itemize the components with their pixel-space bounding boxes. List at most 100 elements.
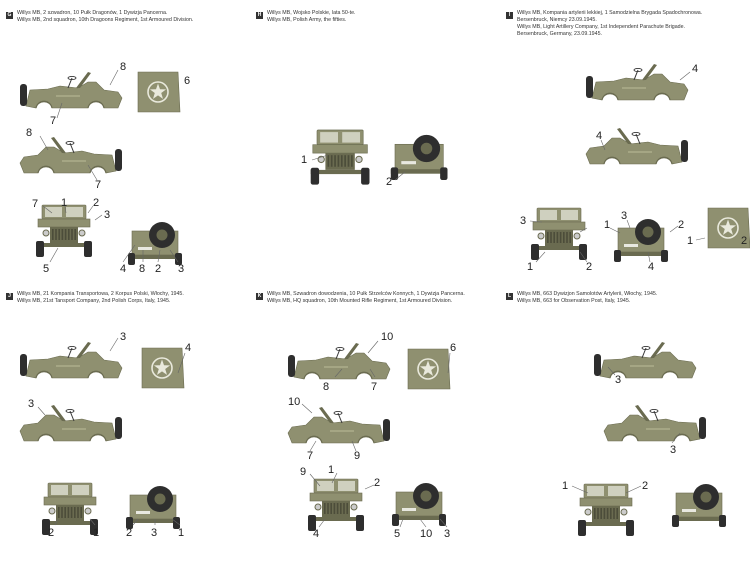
callout-number: 2 xyxy=(741,235,747,247)
callout-number: 2 xyxy=(48,527,54,539)
panel-letter: K xyxy=(256,293,263,300)
jeep-front xyxy=(531,207,587,260)
panel-caption: Willys MB, Wojsko Polskie, lata 50-te. W… xyxy=(267,10,356,23)
callout-number: 4 xyxy=(313,528,319,540)
callout-number: 7 xyxy=(307,450,313,462)
callout-number: 3 xyxy=(621,210,627,222)
callout-number: 10 xyxy=(288,396,300,408)
panel-j: J Willys MB, 21 Kompania Transportowa, 2… xyxy=(0,281,250,562)
panel-artwork: 3 4 3 2 1 2 3 1 xyxy=(19,331,191,539)
panel-k: K Willys MB, Szwadron dowodzenia, 10 Puł… xyxy=(250,281,500,562)
jeep-rear xyxy=(392,483,446,526)
panel-l: L Willys MB, 663 Dywizjon Samolotów Arty… xyxy=(500,281,750,562)
callout-number: 3 xyxy=(151,527,157,539)
callout-number: 5 xyxy=(394,528,400,540)
panel-i: I Willys MB, Kompania artylerii lekkiej,… xyxy=(500,0,750,281)
callout-number: 2 xyxy=(586,261,592,273)
callout-number: 1 xyxy=(328,464,334,476)
panel-letter: I xyxy=(506,12,513,19)
callout-number: 4 xyxy=(596,130,602,142)
callout-number: 1 xyxy=(178,527,184,539)
callout-number: 6 xyxy=(450,342,456,354)
panel-letter: J xyxy=(6,293,13,300)
panel-letter: L xyxy=(506,293,513,300)
jeep-right-side xyxy=(585,128,688,165)
jeep-rear xyxy=(390,134,448,180)
callout-number: 3 xyxy=(520,215,526,227)
callout-number: 4 xyxy=(692,63,698,75)
panel-caption: Willys MB, Kompania artylerii lekkiej, 1… xyxy=(517,10,703,37)
callout-number: 7 xyxy=(32,198,38,210)
jeep-rear xyxy=(614,219,668,262)
callout-number: 2 xyxy=(126,527,132,539)
callout-number: 4 xyxy=(648,261,654,273)
callout-number: 9 xyxy=(354,450,360,462)
panel-letter: G xyxy=(6,12,13,19)
jeep-right-side xyxy=(19,137,122,174)
panel-artwork: 3 3 1 2 xyxy=(562,342,726,536)
callout-number: 3 xyxy=(120,331,126,343)
callout-number: 1 xyxy=(527,261,533,273)
callout-number: 1 xyxy=(562,480,568,492)
jeep-front xyxy=(42,482,98,535)
callout-number: 2 xyxy=(155,263,161,275)
callout-number: 2 xyxy=(93,197,99,209)
jeep-left-side xyxy=(288,343,391,380)
hood-panel xyxy=(407,348,451,390)
jeep-front xyxy=(310,129,370,185)
hood-panel xyxy=(141,347,185,389)
callout-number: 3 xyxy=(670,444,676,456)
jeep-right-side xyxy=(603,405,706,442)
callout-number: 8 xyxy=(139,263,145,275)
hood-panel xyxy=(707,207,750,249)
jeep-rear xyxy=(672,484,726,527)
panel-letter: H xyxy=(256,12,263,19)
callout-number: 10 xyxy=(420,528,432,540)
panel-artwork: 10 8 7 6 10 7 9 9 1 2 4 5 10 3 xyxy=(287,331,456,540)
jeep-left-side xyxy=(586,64,689,101)
callout-number: 1 xyxy=(687,235,693,247)
callout-number: 2 xyxy=(386,176,392,188)
jeep-right-side xyxy=(287,407,390,444)
panel-artwork: 8 7 6 8 7 7 1 2 3 5 4 8 2 3 xyxy=(19,61,190,275)
jeep-rear xyxy=(128,222,182,265)
callout-number: 1 xyxy=(61,197,67,209)
callout-number: 3 xyxy=(104,209,110,221)
callout-number: 7 xyxy=(95,179,101,191)
jeep-front xyxy=(578,483,634,536)
callout-number: 2 xyxy=(642,480,648,492)
panel-h: H Willys MB, Wojsko Polskie, lata 50-te.… xyxy=(250,0,500,281)
hood-panel xyxy=(137,71,181,113)
callout-number: 5 xyxy=(43,263,49,275)
jeep-front xyxy=(36,204,92,257)
panel-caption: Willys MB, 21 Kompania Transportowa, 2 K… xyxy=(17,291,184,304)
callout-number: 2 xyxy=(374,477,380,489)
panel-artwork: 1 2 xyxy=(301,129,448,188)
panel-caption: Willys MB, 2 szwadron, 10 Pułk Dragonów,… xyxy=(17,10,194,23)
callout-number: 3 xyxy=(444,528,450,540)
callout-number: 1 xyxy=(604,219,610,231)
callout-number: 3 xyxy=(28,398,34,410)
callout-number: 9 xyxy=(300,466,306,478)
callout-number: 1 xyxy=(301,154,307,166)
callout-number: 8 xyxy=(323,381,329,393)
callout-number: 1 xyxy=(93,527,99,539)
jeep-left-side xyxy=(594,342,697,379)
callout-number: 7 xyxy=(371,381,377,393)
jeep-left-side xyxy=(20,72,123,109)
jeep-rear xyxy=(126,486,180,529)
callout-number: 8 xyxy=(26,127,32,139)
panel-caption: Willys MB, 663 Dywizjon Samolotów Artyle… xyxy=(517,291,658,304)
panel-g: G Willys MB, 2 szwadron, 10 Pułk Dragonó… xyxy=(0,0,250,281)
callout-number: 3 xyxy=(615,374,621,386)
panel-artwork: 4 4 3 1 2 3 1 2 4 1 2 xyxy=(520,63,750,273)
callout-number: 4 xyxy=(120,263,126,275)
callout-number: 7 xyxy=(50,115,56,127)
panel-caption: Willys MB, Szwadron dowodzenia, 10 Pułk … xyxy=(267,291,465,304)
callout-number: 6 xyxy=(184,75,190,87)
callout-number: 8 xyxy=(120,61,126,73)
callout-number: 3 xyxy=(178,263,184,275)
jeep-front xyxy=(308,478,364,531)
jeep-right-side xyxy=(19,405,122,442)
callout-number: 2 xyxy=(678,219,684,231)
